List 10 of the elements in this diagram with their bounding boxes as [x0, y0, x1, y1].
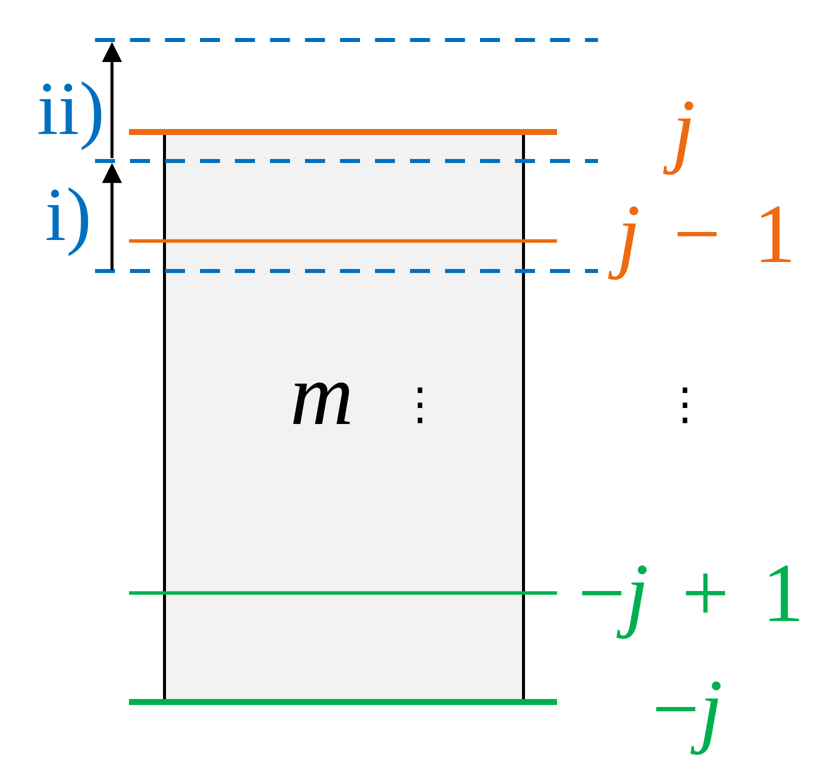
- step-label: ii): [36, 70, 106, 150]
- level-label: j: [662, 86, 706, 174]
- level-label: −j + 1: [577, 550, 806, 638]
- vertical-ellipsis: ⋮: [662, 382, 708, 428]
- vertical-ellipsis: ⋮: [397, 382, 443, 428]
- level-label: −j: [651, 666, 724, 754]
- level-label: j − 1: [607, 191, 806, 280]
- shaded-box: [163, 132, 525, 702]
- variable-label: m: [289, 350, 355, 442]
- step-label: i): [44, 176, 92, 256]
